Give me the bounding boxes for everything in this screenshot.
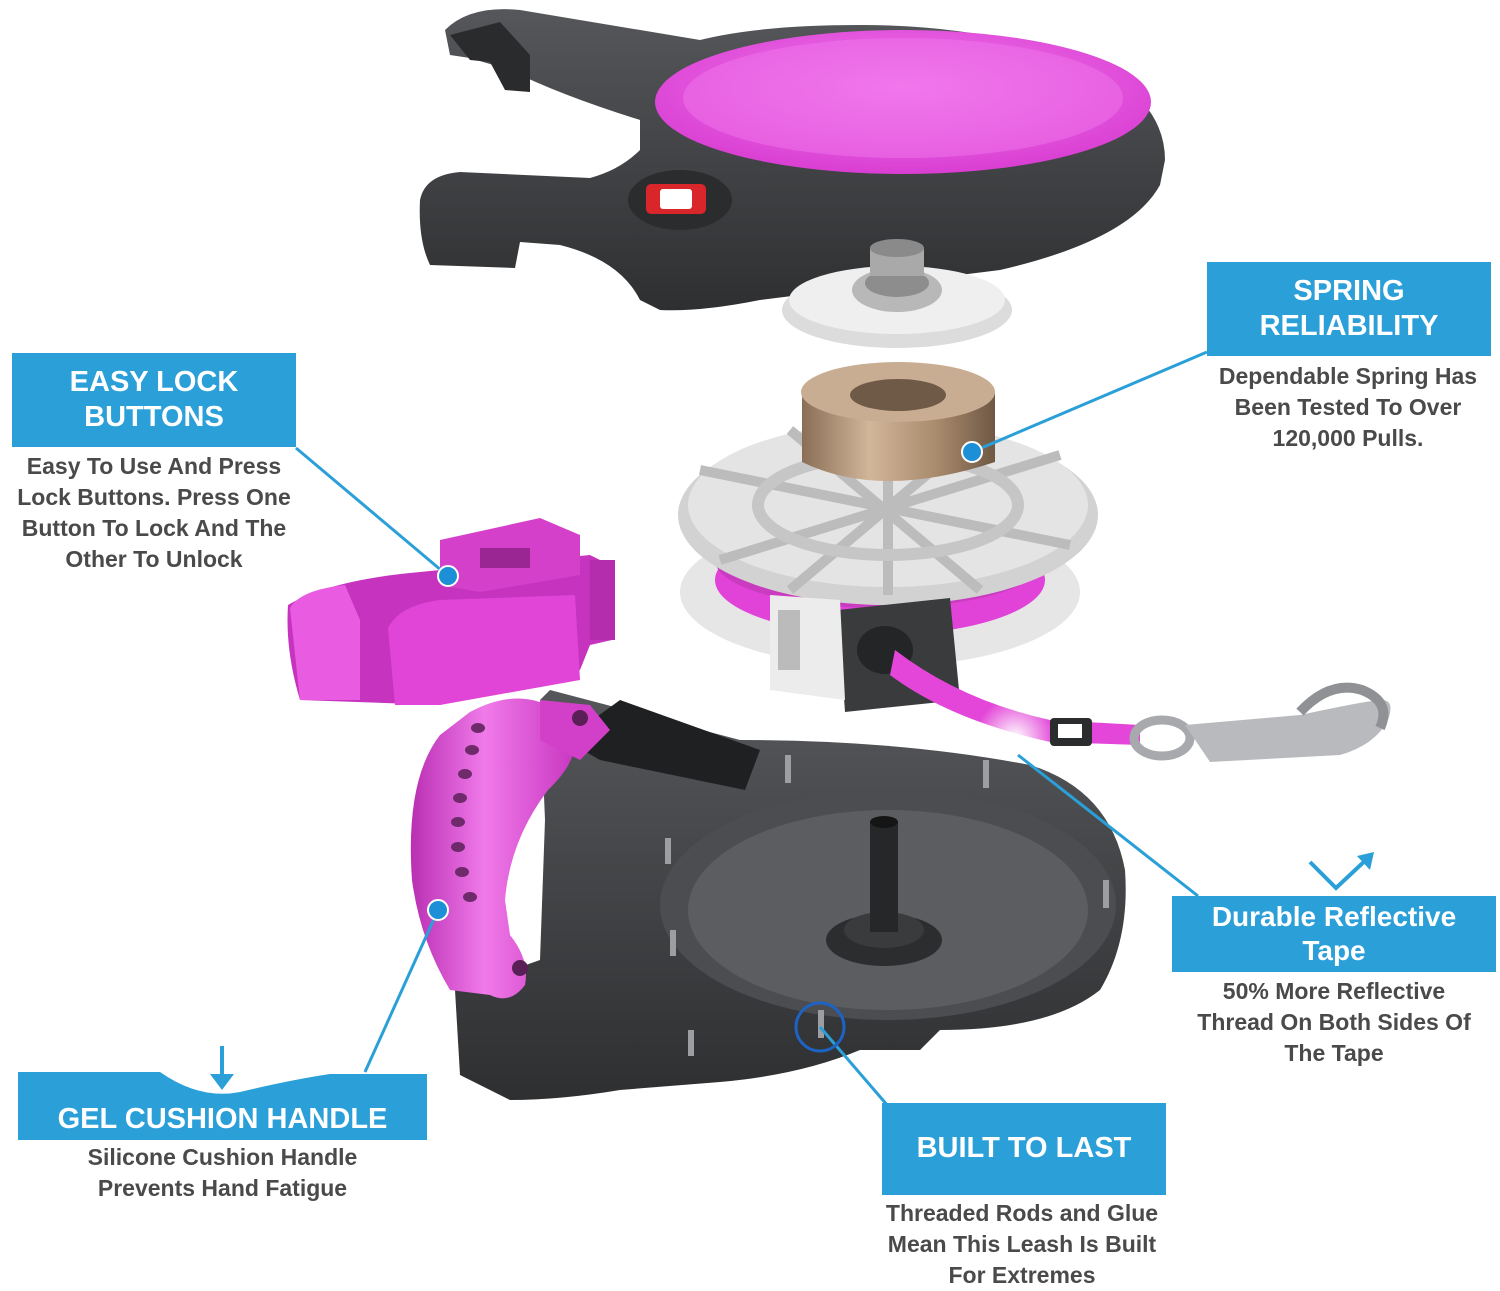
- tape-title-line2: Tape: [1302, 935, 1366, 966]
- spring-title-box: SPRING RELIABILITY: [1207, 262, 1491, 356]
- spring-description: Dependable Spring Has Been Tested To Ove…: [1200, 361, 1496, 454]
- lock-description: Easy To Use And Press Lock Buttons. Pres…: [0, 451, 308, 575]
- callout-built: BUILT TO LAST Threaded Rods and Glue Mea…: [862, 1103, 1182, 1291]
- built-desc-line: Mean This Leash Is Built: [887, 1231, 1157, 1257]
- gel-description: Silicone Cushion Handle Prevents Hand Fa…: [18, 1142, 427, 1204]
- leash-tape: [890, 650, 1140, 778]
- spring-title-line2: RELIABILITY: [1259, 310, 1439, 342]
- top-cover: [419, 9, 1165, 311]
- lock-desc-line: Button To Lock And The: [21, 515, 287, 541]
- tape-description: 50% More Reflective Thread On Both Sides…: [1168, 976, 1500, 1069]
- spring-title-line1: SPRING: [1293, 274, 1405, 307]
- gel-wave-shape: [18, 1072, 427, 1140]
- lock-leader: [295, 446, 449, 578]
- callout-tape: Durable Reflective Tape 50% More Reflect…: [1168, 896, 1500, 1069]
- spring-housing: [801, 362, 995, 481]
- spring-desc-line: 120,000 Pulls.: [1272, 425, 1424, 451]
- tape-desc-line: The Tape: [1284, 1040, 1384, 1066]
- lock-title-line2: BUTTONS: [84, 401, 224, 433]
- lock-desc-line: Other To Unlock: [65, 546, 243, 572]
- callout-lock: EASY LOCK BUTTONS Easy To Use And Press …: [0, 353, 308, 575]
- tape-title-line1: Durable Reflective: [1211, 900, 1457, 932]
- built-title: BUILT TO LAST: [916, 1132, 1132, 1165]
- built-desc-line: For Extremes: [948, 1262, 1096, 1288]
- callout-gel: GEL CUSHION HANDLE Silicone Cushion Hand…: [18, 1098, 427, 1204]
- tape-leader: [1017, 753, 1199, 898]
- lock-buttons: [287, 518, 615, 705]
- spring-desc-line: Dependable Spring Has: [1218, 363, 1478, 389]
- focus-ring-icon: [794, 1001, 846, 1053]
- snap-hook: [1129, 682, 1391, 762]
- callout-spring: SPRING RELIABILITY Dependable Spring Has…: [1200, 262, 1496, 454]
- spring-desc-line: Been Tested To Over: [1234, 394, 1462, 420]
- built-title-box: BUILT TO LAST: [882, 1103, 1166, 1195]
- pointer-dot-icon: [427, 441, 983, 921]
- lock-desc-line: Lock Buttons. Press One: [17, 484, 291, 510]
- gel-handle: [410, 698, 610, 999]
- arrow-down-icon: [210, 1046, 234, 1090]
- lower-housing: [455, 690, 1126, 1100]
- gel-desc-line: Silicone Cushion Handle: [87, 1144, 358, 1170]
- lock-title-line1: EASY LOCK: [69, 365, 239, 398]
- gel-title: GEL CUSHION HANDLE: [57, 1103, 388, 1135]
- built-description: Threaded Rods and Glue Mean This Leash I…: [862, 1198, 1182, 1291]
- built-leader: [818, 1026, 890, 1107]
- tape-desc-line: 50% More Reflective: [1222, 978, 1446, 1004]
- lock-title-box: EASY LOCK BUTTONS: [12, 353, 296, 447]
- bearing-plate: [782, 239, 1012, 348]
- built-desc-line: Threaded Rods and Glue: [885, 1200, 1159, 1226]
- tape-desc-line: Thread On Both Sides Of: [1197, 1009, 1471, 1035]
- check-arrow-icon: [1308, 852, 1374, 891]
- tape-title-box: Durable Reflective Tape: [1172, 896, 1496, 972]
- spring-leader: [971, 350, 1208, 454]
- brand-badge: [628, 170, 732, 230]
- gel-desc-line: Prevents Hand Fatigue: [97, 1175, 348, 1201]
- gel-leader: [363, 909, 440, 1073]
- lock-desc-line: Easy To Use And Press: [26, 453, 282, 479]
